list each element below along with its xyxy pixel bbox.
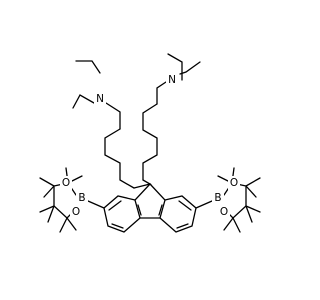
bond	[111, 223, 124, 229]
boron-atom-left: B	[76, 191, 88, 205]
bond	[158, 204, 163, 216]
boron-atom-right: B	[212, 191, 224, 205]
bond	[72, 94, 95, 109]
atom-label: O	[230, 177, 238, 189]
bond	[104, 128, 135, 189]
oxygen-atom-left-bottom: O	[70, 205, 82, 219]
bond	[108, 200, 122, 211]
bond	[217, 167, 261, 233]
bond	[39, 167, 83, 233]
atom-label: B	[214, 192, 221, 204]
oxygen-atom-right-top: O	[228, 176, 240, 190]
atom-label: O	[72, 206, 80, 218]
bond	[176, 223, 189, 229]
atom-label: O	[62, 177, 70, 189]
atom-label: O	[220, 206, 228, 218]
oxygen-atom-left-top: O	[60, 176, 72, 190]
atom-label: B	[78, 192, 85, 204]
atom-label: N	[96, 93, 104, 105]
bond	[137, 204, 142, 216]
structure-canvas: N N B B O O O O	[39, 53, 261, 233]
molecule-drawing: N N B B O O O O	[39, 53, 261, 233]
bond	[178, 200, 192, 211]
bond	[105, 102, 121, 130]
bond	[142, 103, 158, 181]
bond	[179, 61, 201, 75]
nitrogen-atom-left: N	[94, 92, 106, 106]
bond	[87, 200, 105, 209]
bond	[75, 60, 101, 74]
atom-label: N	[168, 74, 176, 86]
nitrogen-atom-right: N	[166, 73, 178, 87]
bond	[195, 200, 213, 209]
bond	[103, 195, 141, 233]
oxygen-atom-right-bottom: O	[218, 205, 230, 219]
atom-labels: N N B B O O O O	[60, 73, 240, 219]
bond	[159, 195, 197, 233]
bonds	[39, 53, 261, 233]
bond	[156, 81, 167, 105]
bond	[134, 183, 166, 219]
